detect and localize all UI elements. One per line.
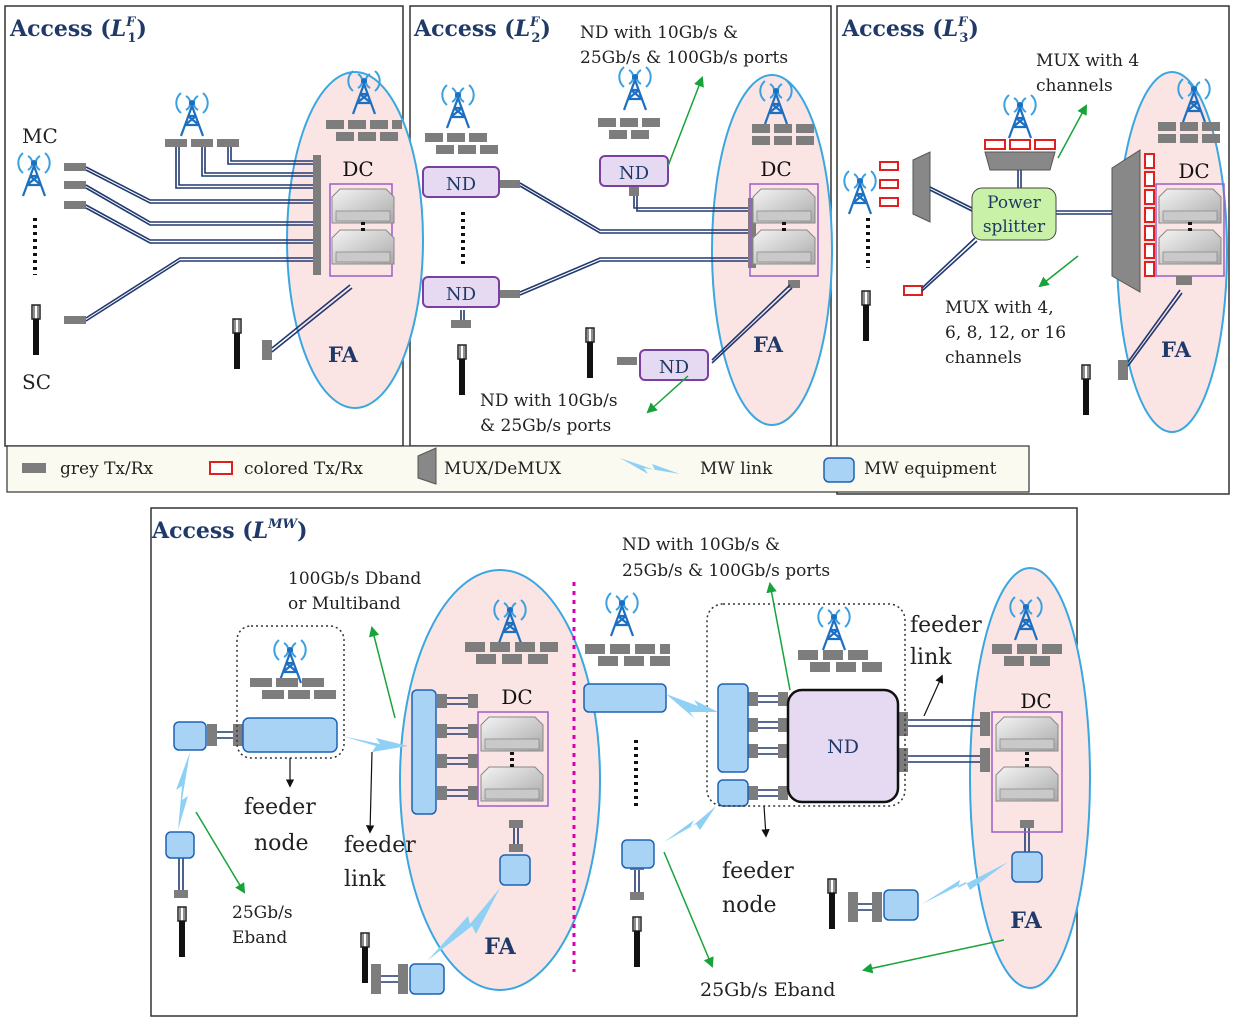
nd-ports-100-text: 25Gb/s & 100Gb/s ports <box>622 561 830 581</box>
feeder-link-text: link <box>910 645 952 670</box>
sc-label: SC <box>22 370 51 394</box>
nd-ports-100-text: ND with 10Gb/s & <box>580 23 738 43</box>
grey-txrx-swatch <box>22 463 46 473</box>
legend-mw-link: MW link <box>700 459 773 479</box>
panel-mw-left: DC FA 100Gb/s Dband or Multiband feeder … <box>165 569 601 995</box>
feeder-link-text: feeder <box>344 833 416 858</box>
dc-label: DC <box>342 157 373 181</box>
legend: grey Tx/Rx colored Tx/Rx MUX/DeMUX MW li… <box>6 445 1030 493</box>
eband-text: 25Gb/s Eband <box>700 979 835 1001</box>
fa-label: FA <box>1010 908 1042 934</box>
fa-label: FA <box>753 332 784 357</box>
grey-txrx-row <box>64 120 402 360</box>
feeder-link-text: link <box>344 867 386 892</box>
panel-mw-title: Access (LMW) <box>151 517 308 544</box>
dband-text: or Multiband <box>288 594 401 614</box>
feeder-node-text: node <box>254 831 309 856</box>
nd-label: ND <box>446 284 476 305</box>
nd-ports-100-text: ND with 10Gb/s & <box>622 535 780 555</box>
panel-l3: Power splitter DC FA MUX with 4 channels… <box>843 51 1228 433</box>
dband-text: 100Gb/s Dband <box>288 569 421 589</box>
feeder-link-text: feeder <box>910 613 982 638</box>
feeder-node-text: feeder <box>722 859 794 884</box>
legend-mw-equipment: MW equipment <box>864 459 997 479</box>
colored-txrx-swatch <box>209 461 233 475</box>
nd-label: ND <box>659 357 689 378</box>
mw-link-swatch <box>620 458 680 474</box>
muxn-text: 6, 8, 12, or 16 <box>945 323 1066 343</box>
fa-label: FA <box>328 342 359 367</box>
power-splitter-label: Power <box>987 193 1042 213</box>
nd-ports-25-text: ND with 10Gb/s <box>480 391 618 411</box>
nd-ports-25-text: & 25Gb/s ports <box>480 416 611 436</box>
legend-colored: colored Tx/Rx <box>244 459 363 479</box>
legend-mux: MUX/DeMUX <box>444 459 562 479</box>
tower-icon <box>175 91 209 138</box>
dc-label: DC <box>501 685 532 709</box>
legend-grey: grey Tx/Rx <box>60 459 154 479</box>
mux4-text: channels <box>1036 76 1113 96</box>
nd-ports-100-text: 25Gb/s & 100Gb/s ports <box>580 48 788 68</box>
muxn-text: channels <box>945 348 1022 368</box>
small-cell-icon <box>31 304 41 356</box>
nd-label: ND <box>827 736 859 758</box>
nd-label: ND <box>446 174 476 195</box>
mux-swatch <box>417 447 437 485</box>
small-cell-icon <box>232 318 242 370</box>
nd-label: ND <box>619 163 649 184</box>
feeder-node-text: feeder <box>244 795 316 820</box>
feeder-node-text: node <box>722 893 777 918</box>
panel-l1: DC FA MC SC <box>17 69 424 409</box>
dc-label: DC <box>760 157 791 181</box>
dc-label: DC <box>1178 159 1209 183</box>
power-splitter-label: splitter <box>983 217 1046 237</box>
mw-equipment-swatch <box>823 457 855 483</box>
mux4-text: MUX with 4 <box>1036 51 1139 71</box>
eband-text: Eband <box>232 928 287 948</box>
mc-label: MC <box>22 124 58 148</box>
dc-label: DC <box>1020 689 1051 713</box>
fiber-links <box>85 147 353 353</box>
panel-l2: ND ND ND ND DC FA ND with 10Gb/s & 25Gb/… <box>422 23 833 436</box>
muxn-text: MUX with 4, <box>945 298 1054 318</box>
panel-l3-frame <box>836 5 1230 495</box>
fa-label: FA <box>1161 337 1192 362</box>
tower-icon <box>17 151 51 198</box>
eband-text: 25Gb/s <box>232 903 293 923</box>
fa-label: FA <box>484 934 516 960</box>
panel-mw-right: ND DC FA ND with 10Gb/s & 25Gb/s & 100Gb… <box>583 535 1091 1001</box>
